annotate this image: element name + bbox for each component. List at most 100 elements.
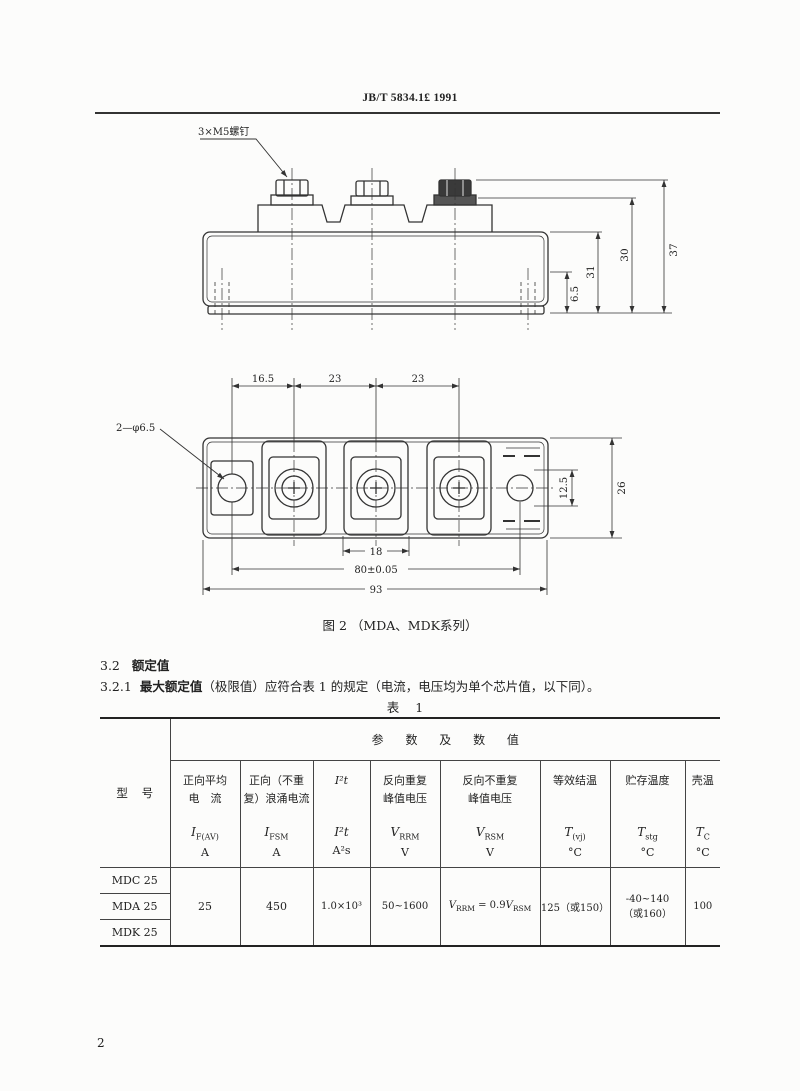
parameters-group-header: 参 数 及 数 值: [169, 717, 721, 761]
table-1: 型 号 参 数 及 数 值 正向平均电 流 IF(AV) A 正向（不重复）浪涌…: [99, 717, 721, 947]
col-symbol: V: [475, 825, 485, 839]
col-name: 壳温: [691, 774, 714, 787]
col-name-2: 峰值电压: [383, 792, 427, 805]
model-column-header: 型 号: [99, 717, 171, 868]
top-view-dimension-lines: [203, 383, 615, 592]
col-unit: A²s: [332, 844, 351, 857]
col-header-surge-current: 正向（不重复）浪涌电流 IFSM A: [239, 760, 314, 868]
side-view-center-lines: [221, 168, 529, 330]
vrsm-symbol-1: V: [448, 900, 456, 911]
col-header-case-temperature: 壳温 TC °C: [684, 760, 721, 868]
table-caption: 表 1: [386, 700, 424, 715]
dim-37: 37: [668, 243, 680, 256]
dim-16-5: 16.5: [252, 374, 274, 385]
vrsm-symbol-1-sub: RRM: [455, 904, 475, 913]
side-view: [200, 138, 672, 330]
col-symbol-sub: C: [703, 832, 710, 842]
terminal-plinth: [257, 204, 493, 232]
col-symbol-sub: stg: [645, 832, 658, 842]
col-symbol: V: [390, 825, 400, 839]
dim-31: 31: [585, 265, 597, 278]
side-view-extension-lines: [476, 179, 672, 314]
col-symbol: T: [695, 825, 704, 839]
dim-23-first: 23: [329, 374, 342, 385]
header-rule: [95, 112, 720, 114]
vrsm-symbol-2-sub: RSM: [512, 904, 532, 913]
col-name-2: 峰值电压: [468, 792, 512, 805]
col-symbol-sub: (vj): [572, 832, 586, 842]
col-name: 反向重复: [383, 774, 427, 787]
col-header-storage-temperature: 贮存温度 Tstg °C: [609, 760, 686, 868]
mounting-hole-hidden-lines: [214, 282, 536, 316]
col-symbol-sub: RSM: [484, 832, 505, 842]
dim-80: 80±0.05: [354, 565, 397, 576]
top-view-center-lines: [196, 440, 556, 546]
col-header-non-repetitive-peak-reverse-voltage: 反向不重复峰值电压 VRSM V: [439, 760, 541, 868]
dim-30: 30: [619, 248, 631, 261]
dim-6-5: 6.5: [570, 286, 581, 302]
figure-2-drawing: 3×M5螺钉 6.5 31 30 37: [116, 126, 680, 596]
hole-leader-line: [159, 428, 225, 480]
module-body: [202, 231, 549, 307]
clause-body: （极限值）应符合表 1 的规定（电流，电压均为单个芯片值，以下同）。: [202, 679, 600, 694]
standard-code-header: JB/T 5834.1£ 1991: [362, 92, 458, 104]
screw-label: 3×M5螺钉: [198, 126, 249, 138]
col-name: 等效结温: [553, 774, 597, 787]
col-symbol-sub: FSM: [269, 832, 289, 842]
dim-93: 93: [370, 585, 383, 596]
ratings-table: 型 号 参 数 及 数 值 正向平均电 流 IF(AV) A 正向（不重复）浪涌…: [99, 717, 721, 947]
dim-18: 18: [370, 547, 383, 558]
screw-leader-line: [200, 138, 288, 178]
vrsm-symbol-2: V: [505, 900, 513, 911]
dim-12-5: 12.5: [559, 477, 570, 499]
col-name: 反向不重复: [462, 774, 518, 787]
col-symbol: T: [637, 825, 646, 839]
col-symbol-sub: RRM: [399, 832, 420, 842]
value-i2t: 1.0×10³: [312, 867, 371, 947]
value-vrsm: VRRM = 0.9VRSM: [439, 867, 541, 947]
col-unit: °C: [695, 846, 710, 860]
value-storage-temperature: -40~140 （或160）: [609, 867, 686, 947]
value-forward-average-current: 25: [169, 867, 241, 947]
col-name: 正向平均: [183, 774, 227, 787]
clause-number: 3.2.1: [100, 679, 132, 694]
col-symbol-sub: F(AV): [195, 832, 219, 842]
col-unit: A: [201, 846, 209, 860]
col-name-2: 复）浪涌电流: [243, 792, 310, 805]
col-name: 贮存温度: [625, 774, 670, 787]
col-symbol: T: [564, 825, 573, 839]
dim-26: 26: [616, 481, 628, 495]
page-number: 2: [97, 1036, 105, 1050]
model-cell-mdc: MDC 25: [99, 867, 171, 894]
col-name-2: 电 流: [188, 792, 222, 805]
clause-title: 最大额定值: [139, 679, 203, 694]
module-body-inner-line: [206, 235, 545, 303]
mounting-end-right: [503, 447, 540, 530]
col-header-forward-average-current: 正向平均电 流 IF(AV) A: [169, 760, 241, 868]
storage-temp-range: -40~140: [625, 893, 670, 905]
value-case-temperature: 100: [684, 867, 721, 947]
dim-23-second: 23: [412, 374, 425, 385]
col-symbol: I: [264, 825, 270, 839]
col-unit: °C: [640, 846, 655, 860]
clause-text: 3.2.1 最大额定值（极限值）应符合表 1 的规定（电流，电压均为单个芯片值，以…: [100, 676, 710, 695]
value-vrrm: 50~1600: [369, 867, 441, 947]
side-view-dimension-lines: [564, 180, 667, 313]
value-surge-current: 450: [239, 867, 314, 947]
col-symbol: I²t: [334, 825, 349, 839]
col-symbol: I: [191, 825, 196, 839]
value-junction-temperature: 125（或150）: [539, 867, 611, 947]
col-unit: °C: [568, 846, 582, 860]
top-view: [159, 378, 622, 595]
model-cell-mda: MDA 25: [99, 893, 171, 920]
col-name: I²t: [334, 774, 349, 787]
col-header-virtual-junction-temperature: 等效结温 T(vj) °C: [539, 760, 611, 868]
section-number: 3.2: [100, 658, 120, 673]
col-header-i2t: I²t I²t A²s: [312, 760, 371, 868]
col-header-repetitive-peak-reverse-voltage: 反向重复峰值电压 VRRM V: [369, 760, 441, 868]
hole-label: 2—φ6.5: [116, 423, 155, 434]
storage-temp-alt: （或160）: [622, 908, 673, 920]
col-unit: V: [401, 846, 409, 860]
